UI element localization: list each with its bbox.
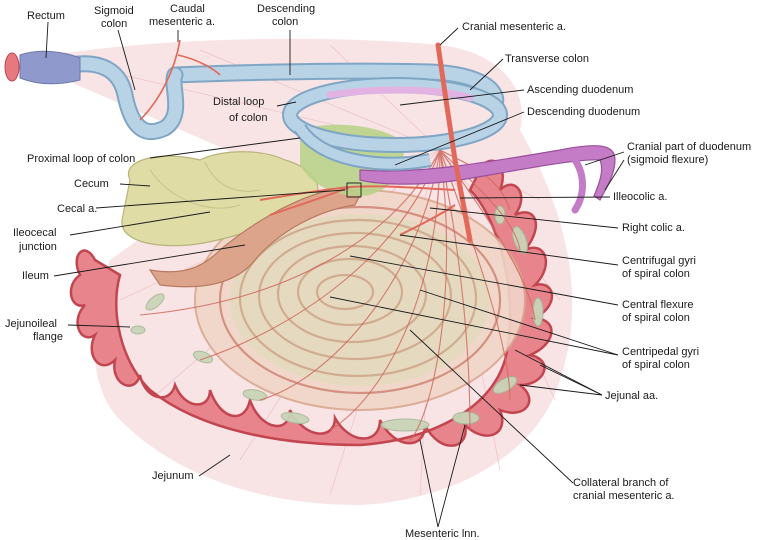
label-centrifugal-2: of spiral colon [622,268,690,280]
label-central-flexure-2: of spiral colon [622,312,690,324]
label-collateral-2: cranial mesenteric a. [573,490,675,502]
anus [4,52,20,82]
label-cecal-a: Cecal a. [57,203,97,215]
label-distal-loop-1: Distal loop [213,96,264,108]
label-illeocolic: Illeocolic a. [613,191,667,203]
label-right-colic: Right colic a. [622,222,685,234]
ascending-duodenum [326,86,474,102]
rectum [19,50,81,85]
label-cranial-mesenteric: Cranial mesenteric a. [462,21,566,33]
label-caudal-mesenteric-1: Caudal [170,3,205,15]
cecal-marker [346,182,362,198]
label-transverse-colon: Transverse colon [505,53,589,65]
label-ileocecal-1: Ileocecal [13,227,56,239]
label-jejunum: Jejunum [152,470,194,482]
label-jejunoileal-1: Jejunoileal [5,318,57,330]
label-distal-loop-2: of colon [229,112,268,124]
colon-loops [282,77,508,171]
label-collateral-1: Collateral branch of [573,477,669,489]
label-rectum: Rectum [27,10,65,22]
label-centrifugal-1: Centrifugal gyri [622,255,696,267]
label-ascending-duodenum: Ascending duodenum [527,84,633,96]
cranial-mesenteric-artery [435,42,473,243]
caudal-mesenteric-artery [139,39,221,121]
label-proximal-loop: Proximal loop of colon [27,153,135,165]
label-ileocecal-2: junction [18,241,57,253]
label-cecum: Cecum [74,178,109,190]
illustration [4,38,616,505]
label-central-flexure-1: Central flexure [622,299,694,311]
label-sigmoid-colon-2: colon [101,18,127,30]
mesenteric-lymph-nodes [130,205,544,432]
leader-lines [45,21,625,528]
spiral-colon [194,189,526,411]
label-descending-colon-1: Descending [257,3,315,15]
label-jejunal-aa: Jejunal aa. [605,390,658,402]
colon [4,50,505,141]
label-descending-duodenum: Descending duodenum [527,106,640,118]
labels: Rectum Sigmoid colon Caudal mesenteric a… [5,3,751,540]
label-ileum: Ileum [22,270,49,282]
label-sigmoid-colon-1: Sigmoid [94,5,134,17]
jejunal-arteries [139,149,536,441]
label-cranial-duodenum-1: Cranial part of duodenum [627,141,751,153]
illeocolic-artery [259,185,456,236]
label-caudal-mesenteric-2: mesenteric a. [149,16,215,28]
label-mesenteric-lnn: Mesenteric lnn. [405,528,480,540]
label-cranial-duodenum-2: (sigmoid flexure) [627,154,708,166]
label-jejunoileal-2: flange [33,331,63,343]
label-centripedal-2: of spiral colon [622,359,690,371]
label-centripedal-1: Centripedal gyri [622,346,699,358]
label-descending-colon-2: colon [272,16,298,28]
